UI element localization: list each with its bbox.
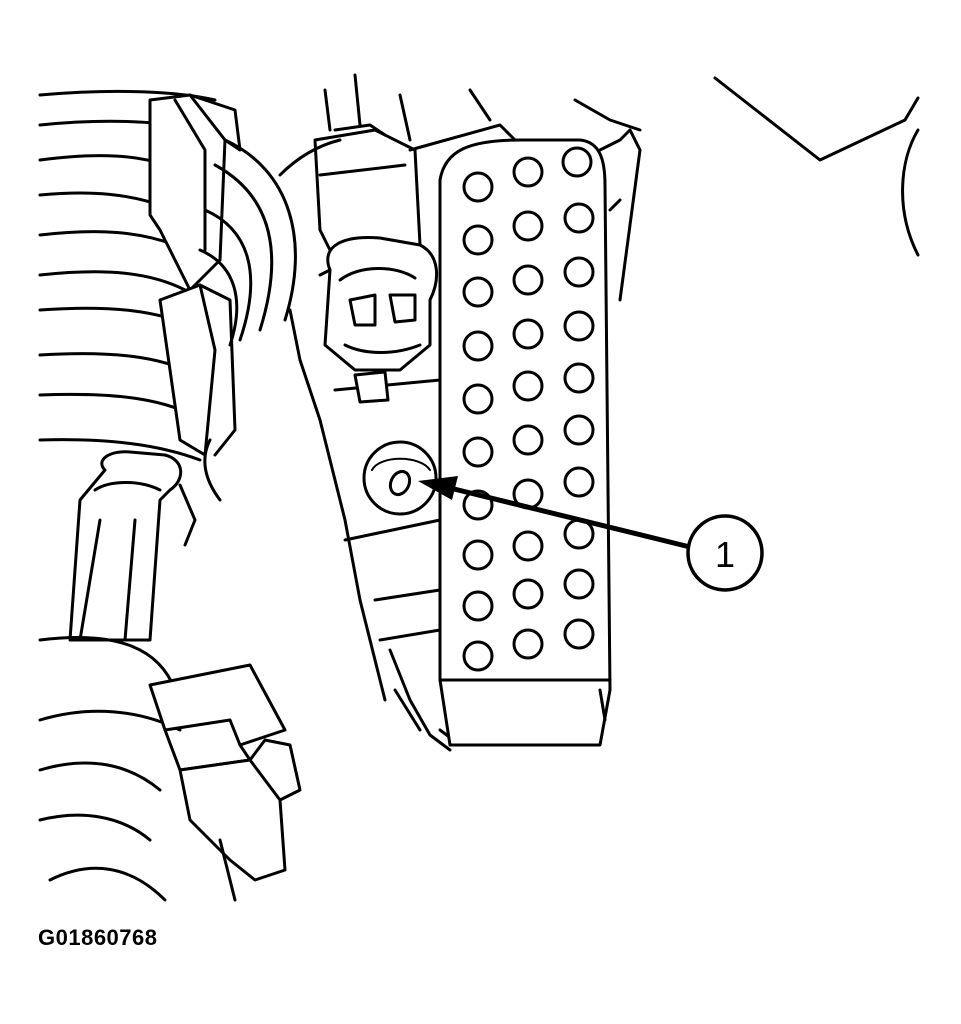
mounting-bolt [362,440,438,516]
figure-id: G01860768 [38,925,158,950]
floor-panel-edge [713,76,920,257]
callout-marker: 1 [686,514,764,592]
steering-column-assembly [38,89,302,902]
electrical-connector [318,235,439,404]
callout-label: 1 [715,534,735,575]
pedal-studs [462,146,595,672]
accelerator-pedal-pad [438,128,642,747]
pedal-bracket [278,73,642,752]
callout-arrow [418,476,693,550]
